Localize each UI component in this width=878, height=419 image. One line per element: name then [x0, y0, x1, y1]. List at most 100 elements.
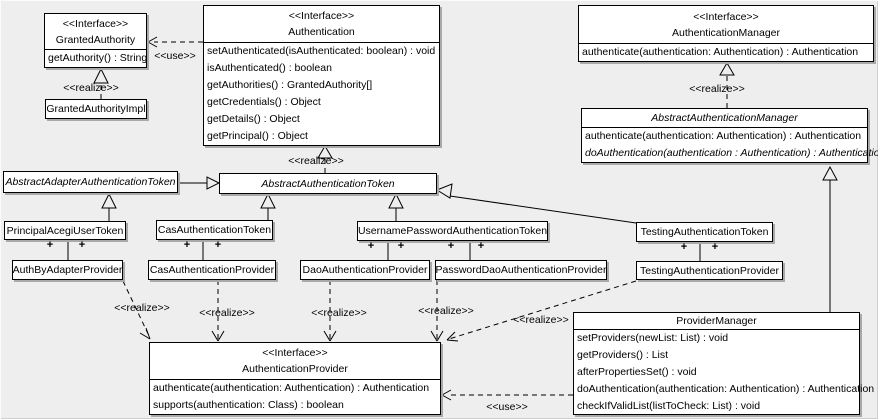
association-plus-label: + — [711, 241, 719, 253]
class-username-password-authentication-token[interactable]: UsernamePasswordAuthenticationToken — [357, 221, 548, 241]
methods-compartment: authenticate(authentication: Authenticat… — [579, 43, 873, 61]
association-plus-label: + — [214, 239, 222, 251]
class-title: <<Interface>> AuthenticationProvider — [150, 343, 440, 379]
class-title: CasAuthenticationProvider — [149, 261, 275, 279]
association-plus-label: + — [397, 240, 405, 252]
edge-generalize-principal-token-to-adapter-token — [101, 192, 117, 221]
stereotype-label: <<Interface>> — [288, 10, 355, 22]
edge-generalize-usernamepassword-token-to-abstract-token — [388, 192, 404, 221]
methods-compartment: setProviders(newList: List) : void getPro… — [574, 329, 875, 415]
edge-stereotype-label: <<realize>> — [689, 83, 745, 95]
class-name: CasAuthenticationToken — [157, 224, 272, 236]
edge-stereotype-label: <<use>> — [486, 401, 528, 413]
edge-stereotype-label: <<realize>> — [513, 314, 569, 326]
class-name: AbstractAuthenticationManager — [651, 112, 798, 124]
method-row: checkIfValidList(listToCheck: List) : vo… — [577, 400, 761, 412]
class-principal-acegi-user-token[interactable]: PrincipalAcegiUserToken — [4, 221, 126, 240]
method-row: authenticate(authentication: Authenticat… — [585, 130, 862, 142]
method-row: isAuthenticated() : boolean — [207, 62, 332, 74]
class-name: PasswordDaoAuthenticationProvider — [435, 264, 607, 276]
class-authentication[interactable]: <<Interface>> Authentication setAuthentica… — [203, 5, 440, 146]
class-title: AuthByAdapterProvider — [12, 261, 123, 279]
methods-compartment: authenticate(authentication: Authenticat… — [150, 379, 440, 414]
class-cas-authentication-provider[interactable]: CasAuthenticationProvider — [148, 260, 276, 280]
association-plus-label: + — [477, 240, 485, 252]
class-name: AuthByAdapterProvider — [12, 264, 123, 276]
class-name: AbstractAdapterAuthenticationToken — [5, 176, 176, 188]
stereotype-label: <<Interface>> — [62, 17, 129, 30]
class-name: AuthenticationManager — [672, 26, 780, 39]
class-title: AbstractAdapterAuthenticationToken — [4, 172, 177, 192]
class-abstract-authentication-token[interactable]: AbstractAuthenticationToken — [219, 173, 437, 194]
class-name: UsernamePasswordAuthenticationToken — [357, 225, 548, 237]
edge-stereotype-label: <<realize>> — [311, 307, 367, 319]
class-title: DaoAuthenticationProvider — [301, 261, 429, 279]
class-testing-authentication-provider[interactable]: TestingAuthenticationProvider — [636, 261, 783, 280]
method-row: supports(authentication: Class) : boolea… — [153, 399, 344, 411]
edge-generalize-adapter-token-to-abstract-token — [178, 176, 221, 190]
method-row: afterPropertiesSet() : void — [577, 366, 697, 378]
method-row: getAuthority() : String — [48, 52, 148, 64]
class-authentication-manager[interactable]: <<Interface>> AuthenticationManager authen… — [578, 5, 874, 62]
class-provider-manager[interactable]: ProviderManager setProviders(newList: Lis… — [573, 312, 875, 415]
edge-stereotype-label: <<realize>> — [114, 302, 170, 314]
class-title: AbstractAuthenticationManager — [582, 109, 867, 127]
method-row: getAuthorities() : GrantedAuthority[] — [207, 79, 373, 91]
association-plus-label: + — [447, 240, 455, 252]
class-name: GrantedAuthorityImpl — [46, 103, 146, 115]
method-row: doAuthentication(authentication : Authen… — [585, 147, 878, 159]
edge-generalize-cas-token-to-abstract-token — [260, 192, 276, 220]
method-row: setAuthenticated(isAuthenticated: boolea… — [207, 45, 436, 57]
class-title: ProviderManager — [574, 313, 859, 329]
association-plus-label: + — [680, 241, 688, 253]
class-name: TestingAuthenticationToken — [640, 226, 769, 238]
class-title: PasswordDaoAuthenticationProvider — [435, 261, 607, 279]
method-row: authenticate(authentication: Authenticat… — [582, 46, 859, 58]
class-name: ProviderManager — [676, 315, 757, 327]
class-abstract-authentication-manager[interactable]: AbstractAuthenticationManager authenticat… — [581, 108, 878, 163]
class-auth-by-adapter-provider[interactable]: AuthByAdapterProvider — [12, 260, 123, 280]
class-name: AbstractAuthenticationToken — [261, 177, 395, 190]
edge-stereotype-label: <<realize>> — [418, 305, 474, 317]
class-name: AuthenticationProvider — [242, 363, 348, 375]
class-name: GrantedAuthority — [55, 33, 136, 46]
class-name: Authentication — [288, 26, 355, 38]
class-title: TestingAuthenticationToken — [637, 223, 772, 241]
class-name: TestingAuthenticationProvider — [640, 264, 779, 277]
edge-use-authentication-to-grantedauthority — [147, 36, 203, 48]
edge-stereotype-label: <<realize>> — [288, 155, 344, 167]
methods-compartment: setAuthenticated(isAuthenticated: boolea… — [204, 42, 439, 145]
association-plus-label: + — [46, 239, 54, 251]
class-authentication-provider[interactable]: <<Interface>> AuthenticationProvider authe… — [149, 342, 441, 415]
class-title: GrantedAuthorityImpl — [46, 100, 146, 118]
class-title: CasAuthenticationToken — [157, 221, 272, 239]
class-dao-authentication-provider[interactable]: DaoAuthenticationProvider — [300, 260, 430, 280]
edge-stereotype-label: <<realize>> — [199, 307, 255, 319]
edge-use-provider-manager-to-authentication-provider — [441, 389, 573, 401]
class-abstract-adapter-authentication-token[interactable]: AbstractAdapterAuthenticationToken — [3, 171, 178, 193]
edge-stereotype-label: <<use>> — [154, 50, 196, 62]
class-title: <<Interface>> AuthenticationManager — [579, 6, 873, 43]
class-title: PrincipalAcegiUserToken — [5, 222, 125, 239]
class-cas-authentication-token[interactable]: CasAuthenticationToken — [156, 220, 273, 240]
method-row: getPrincipal() : Object — [207, 130, 308, 142]
method-row: getProviders() : List — [577, 349, 669, 361]
edge-stereotype-label: <<realize>> — [63, 82, 119, 94]
class-title: <<Interface>> Authentication — [204, 6, 439, 42]
stereotype-label: <<Interface>> — [262, 347, 328, 359]
method-row: setProviders(newList: List) : void — [577, 332, 729, 344]
class-password-dao-authentication-provider[interactable]: PasswordDaoAuthenticationProvider — [435, 260, 607, 280]
method-row: getDetails() : Object — [207, 113, 300, 125]
class-testing-authentication-token[interactable]: TestingAuthenticationToken — [636, 222, 773, 242]
methods-compartment: authenticate(authentication: Authenticat… — [582, 127, 878, 162]
association-plus-label: + — [367, 240, 375, 252]
edge-generalize-testing-token-to-abstract-token — [435, 183, 637, 224]
method-row: doAuthentication(authentication: Authent… — [577, 383, 875, 395]
stereotype-label: <<Interface>> — [693, 10, 759, 23]
class-granted-authority[interactable]: <<Interface>> GrantedAuthority getAuthorit… — [44, 13, 147, 68]
class-granted-authority-impl[interactable]: GrantedAuthorityImpl — [45, 99, 147, 119]
class-title: AbstractAuthenticationToken — [220, 174, 436, 193]
method-row: authenticate(authentication: Authenticat… — [153, 382, 430, 394]
method-row: getCredentials() : Object — [207, 96, 321, 108]
